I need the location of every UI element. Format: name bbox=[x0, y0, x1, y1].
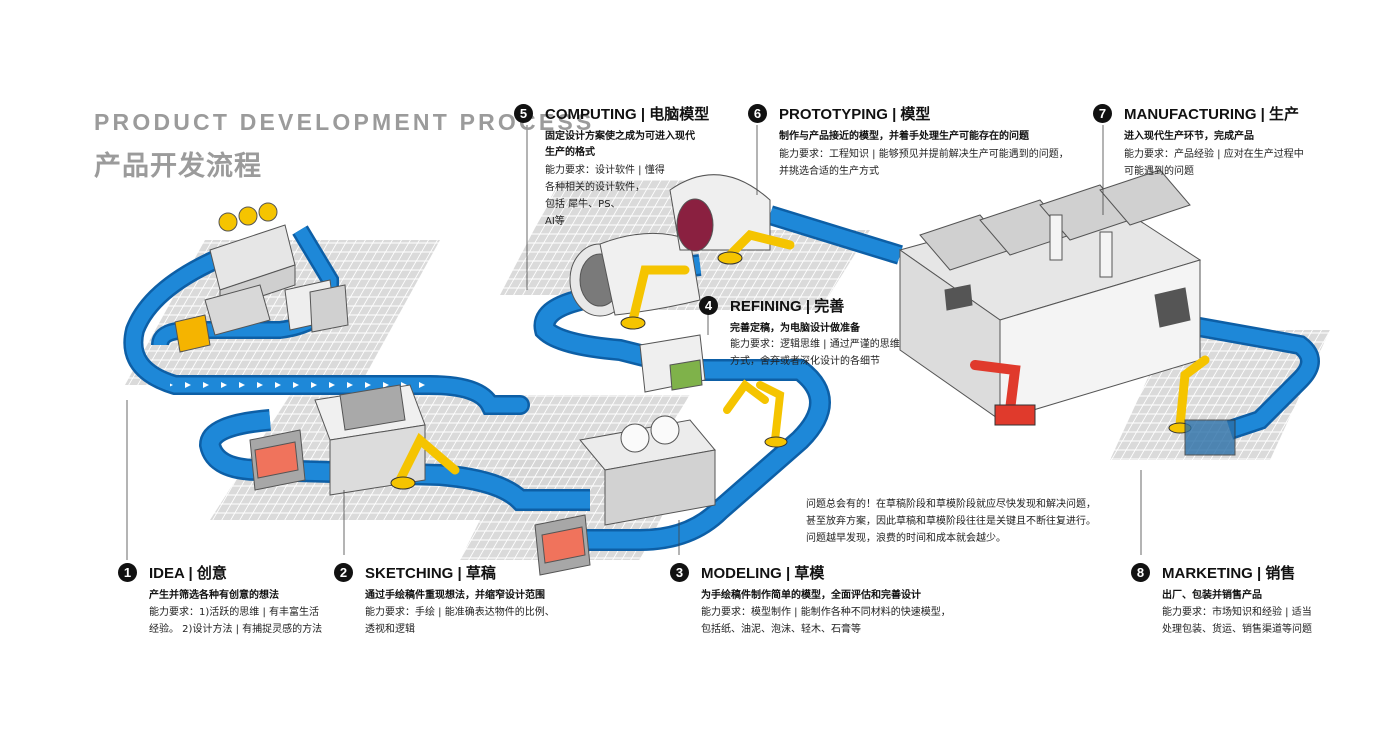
requirement-line: 能力要求：市场知识和经验 | 适当 bbox=[1162, 607, 1312, 618]
requirement-line: 能力要求：逻辑思维 | 通过严谨的思维 bbox=[730, 339, 900, 350]
step-summary: 通过手绘稿件重现想法，并缩窄设计范围 bbox=[365, 590, 545, 601]
step-number: 7 bbox=[1093, 104, 1112, 123]
conveyor-belt bbox=[123, 205, 1320, 551]
step-requirements: 能力要求：工程知识 | 能够预见并提前解决生产可能遇到的问题， 并挑选合适的生产… bbox=[779, 146, 1069, 180]
step-number: 1 bbox=[118, 563, 137, 582]
requirement-line: 并挑选合适的生产方式 bbox=[779, 166, 879, 177]
step-requirements: 能力要求：设计软件 | 懂得 各种相关的设计软件， 包括 犀牛、PS、 AI等 bbox=[545, 162, 665, 230]
step-summary: 固定设计方案使之成为可进入现代 生产的格式 bbox=[545, 129, 695, 161]
page-title-zh: 产品开发流程 bbox=[94, 151, 262, 182]
step-heading: MANUFACTURING | 生产 bbox=[1124, 106, 1300, 123]
step-heading: IDEA | 创意 bbox=[149, 565, 227, 582]
step-summary: 产生并筛选各种有创意的想法 bbox=[149, 590, 279, 601]
note-line: 甚至放弃方案，因此草稿和草模阶段往往是关键且不断往复进行。 bbox=[806, 516, 1096, 527]
requirement-line: 能力要求：手绘 | 能准确表达物件的比例、 bbox=[365, 607, 555, 618]
step-requirements: 能力要求：逻辑思维 | 通过严谨的思维 方式，舍弃或者深化设计的各细节 bbox=[730, 336, 900, 370]
step-heading: MARKETING | 销售 bbox=[1162, 565, 1296, 582]
step-number: 5 bbox=[514, 104, 533, 123]
step-heading: MODELING | 草模 bbox=[701, 565, 825, 582]
requirement-line: 能力要求：1)活跃的思维 | 有丰富生活 bbox=[149, 607, 319, 618]
step-summary: 完善定稿，为电脑设计做准备 bbox=[730, 323, 860, 334]
page-title-en: PRODUCT DEVELOPMENT PROCESS bbox=[94, 109, 595, 135]
requirement-line: 能力要求：模型制作 | 能制作各种不同材料的快速模型， bbox=[701, 607, 951, 618]
requirement-line: 包括纸、油泥、泡沫、轻木、石膏等 bbox=[701, 624, 861, 635]
step-number: 2 bbox=[334, 563, 353, 582]
step-summary: 为手绘稿件制作简单的模型，全面评估和完善设计 bbox=[701, 590, 921, 601]
step-number: 6 bbox=[748, 104, 767, 123]
step-heading: COMPUTING | 电脑模型 bbox=[545, 106, 710, 123]
requirement-line: AI等 bbox=[545, 216, 565, 227]
step-summary: 制作与产品接近的模型，并着手处理生产可能存在的问题 bbox=[779, 131, 1029, 142]
step-requirements: 能力要求：产品经验 | 应对在生产过程中 可能遇到的问题 bbox=[1124, 146, 1304, 180]
robot-arms bbox=[390, 230, 1236, 490]
summary-line: 固定设计方案使之成为可进入现代 bbox=[545, 131, 695, 142]
step-requirements: 能力要求：市场知识和经验 | 适当 处理包装、货运、销售渠道等问题 bbox=[1162, 604, 1312, 638]
requirement-line: 透视和逻辑 bbox=[365, 624, 415, 635]
step-requirements: 能力要求：模型制作 | 能制作各种不同材料的快速模型， 包括纸、油泥、泡沫、轻木… bbox=[701, 604, 951, 638]
note-line: 问题总会有的！在草稿阶段和草模阶段就应尽快发现和解决问题， bbox=[806, 499, 1096, 510]
requirement-line: 处理包装、货运、销售渠道等问题 bbox=[1162, 624, 1312, 635]
requirement-line: 各种相关的设计软件， bbox=[545, 182, 645, 193]
leader-lines bbox=[126, 125, 1142, 560]
step-requirements: 能力要求：1)活跃的思维 | 有丰富生活 经验。 2)设计方法 | 有捕捉灵感的… bbox=[149, 604, 322, 638]
requirement-line: 经验。 2)设计方法 | 有捕捉灵感的方法 bbox=[149, 624, 323, 635]
requirement-line: 包括 犀牛、PS、 bbox=[545, 199, 621, 210]
requirement-line: 能力要求：设计软件 | 懂得 bbox=[545, 165, 665, 176]
step-number: 3 bbox=[670, 563, 689, 582]
machines bbox=[174, 169, 1202, 576]
step-summary: 出厂、包装并销售产品 bbox=[1162, 590, 1262, 601]
step-requirements: 能力要求：手绘 | 能准确表达物件的比例、 透视和逻辑 bbox=[365, 604, 555, 638]
step-summary: 进入现代生产环节，完成产品 bbox=[1124, 131, 1254, 142]
step-number: 8 bbox=[1131, 563, 1150, 582]
step-heading: PROTOTYPING | 模型 bbox=[779, 106, 931, 123]
requirement-line: 方式，舍弃或者深化设计的各细节 bbox=[730, 356, 880, 367]
step-heading: SKETCHING | 草稿 bbox=[365, 565, 496, 582]
step-heading: REFINING | 完善 bbox=[730, 298, 845, 315]
requirement-line: 能力要求：产品经验 | 应对在生产过程中 bbox=[1124, 149, 1304, 160]
iteration-note: 问题总会有的！在草稿阶段和草模阶段就应尽快发现和解决问题， 甚至放弃方案，因此草… bbox=[806, 496, 1096, 547]
summary-line: 生产的格式 bbox=[545, 147, 595, 158]
requirement-line: 能力要求：工程知识 | 能够预见并提前解决生产可能遇到的问题， bbox=[779, 149, 1069, 160]
step-number: 4 bbox=[699, 296, 718, 315]
requirement-line: 可能遇到的问题 bbox=[1124, 166, 1194, 177]
note-line: 问题越早发现，浪费的时间和成本就会越少。 bbox=[806, 533, 1006, 544]
